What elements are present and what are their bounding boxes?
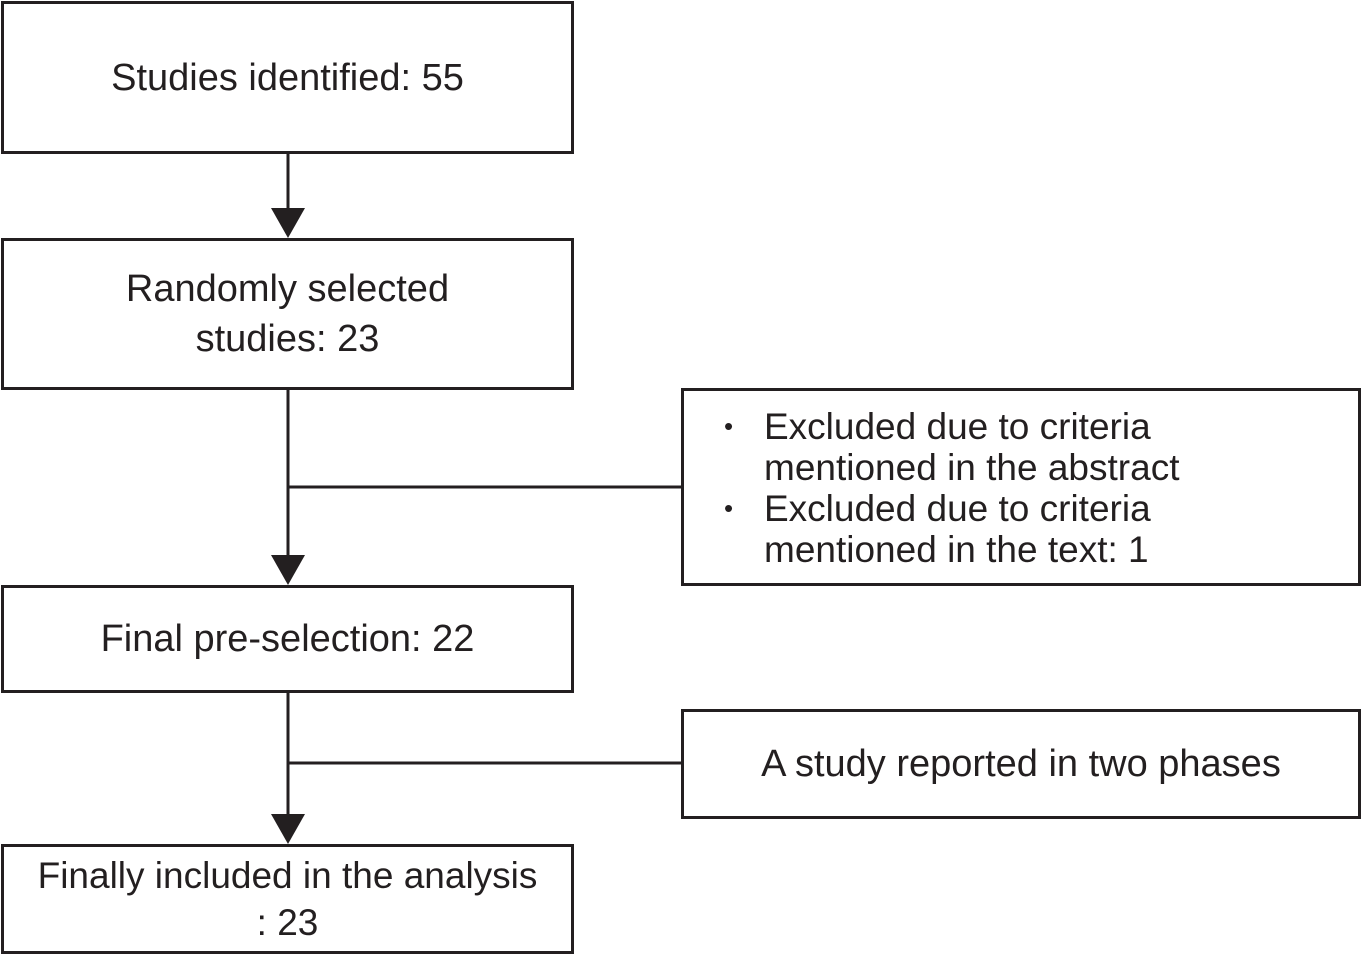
two-phases-box: A study reported in two phases	[681, 709, 1361, 819]
studies-identified-box: Studies identified: 55	[1, 1, 574, 154]
randomly-selected-box: Randomly selected studies: 23	[1, 238, 574, 390]
arrowhead-down	[271, 555, 305, 585]
arrowhead-down	[271, 814, 305, 844]
studies-identified-label: Studies identified: 55	[111, 56, 464, 99]
exclusion-criteria-box: • Excluded due to criteria mentioned in …	[681, 388, 1361, 586]
finally-included-label: Finally included in the analysis : 23	[37, 855, 538, 943]
two-phases-label: A study reported in two phases	[761, 743, 1281, 785]
finally-included-box: Finally included in the analysis : 23	[1, 844, 574, 954]
exclusion-item-abstract: • Excluded due to criteria mentioned in …	[724, 406, 1179, 488]
randomly-selected-label: Randomly selected studies: 23	[125, 268, 450, 360]
exclusion-abstract-label: Excluded due to criteria mentioned in th…	[764, 406, 1180, 488]
final-preselection-box: Final pre-selection: 22	[1, 585, 574, 693]
final-preselection-label: Final pre-selection: 22	[100, 618, 475, 660]
exclusion-text-label: Excluded due to criteria mentioned in th…	[764, 488, 1151, 570]
exclusion-item-text: • Excluded due to criteria mentioned in …	[724, 488, 1179, 570]
exclusion-list: • Excluded due to criteria mentioned in …	[724, 406, 1179, 570]
arrowhead-down	[271, 208, 305, 238]
bullet-icon: •	[724, 493, 734, 523]
bullet-icon: •	[724, 411, 734, 441]
